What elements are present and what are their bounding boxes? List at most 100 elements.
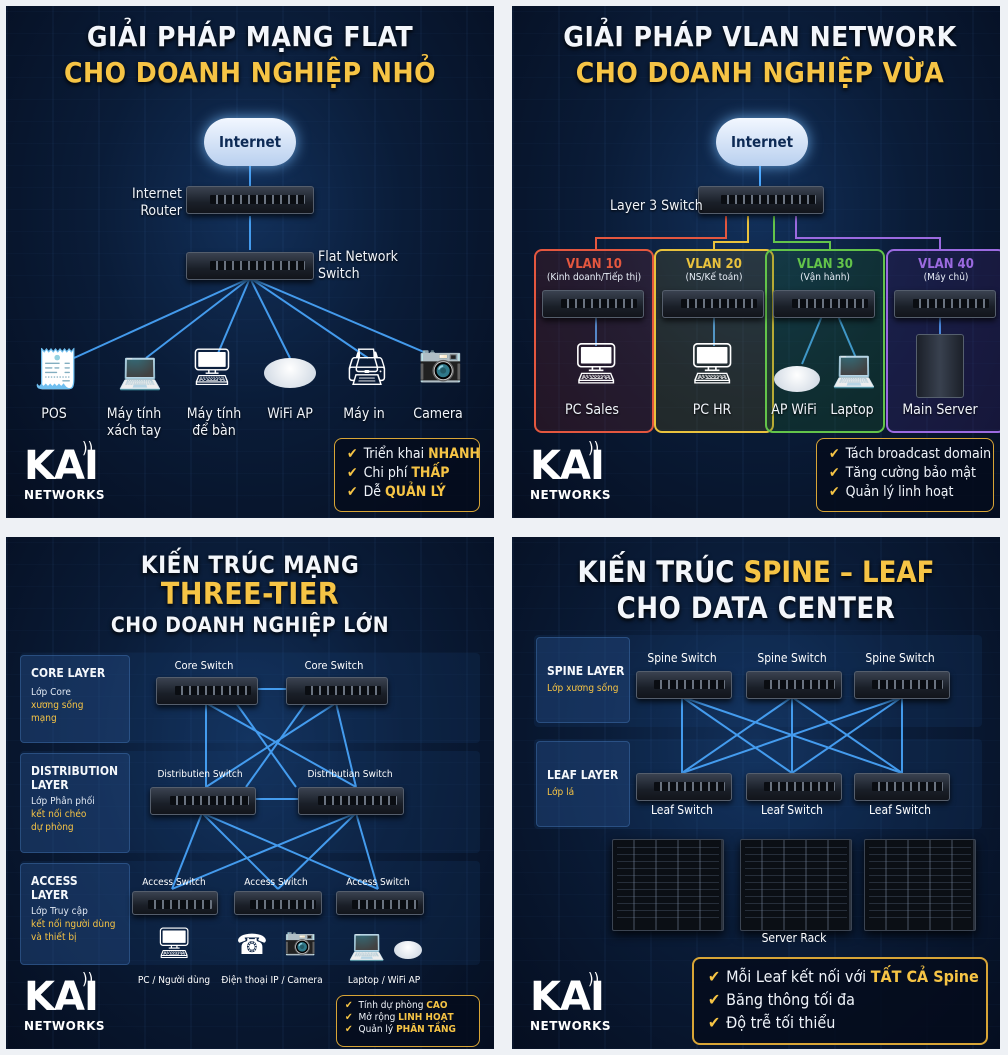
server-rack-icon [740,839,852,931]
laptop-icon: 💻 [348,928,386,963]
ip-phone-icon: ☎ [236,928,268,961]
vlan-20-group: VLAN 20 (NS/Kế toán) [654,249,774,433]
leaf-switch-icon [746,773,842,801]
vlan30-switch-icon [773,290,875,318]
panel1-benefits-box: ✔Triển khai NHANH ✔Chi phí THẤP ✔Dễ QUẢN… [334,438,480,512]
vlan-30-group: VLAN 30 (Vận hành) [765,249,885,433]
spine-switch-icon [636,671,732,699]
vlan40-device-label: Main Server [902,402,978,418]
panel1-title: GIẢI PHÁP MẠNG FLAT [86,20,414,53]
core-layer-card: CORE LAYER Lớp Core xương sống mạng [20,655,130,743]
panel4-title: KIẾN TRÚC SPINE – LEAF [577,555,935,589]
vlan-10-group: VLAN 10 (Kinh doanh/Tiếp thị) [534,249,654,433]
endpoint-label: PC / Người dùng [137,975,211,986]
flat-network-links [73,164,439,359]
benefit-item: ✔Triển khai NHANH [347,446,481,462]
device-label-printer: Máy in [343,406,385,422]
desktop-icon: 🖥 [570,341,622,387]
panel3-title-highlight: THREE-TIER [160,577,340,612]
wifi-ap-icon [394,941,422,959]
spine-layer-card: SPINE LAYER Lớp xương sống [536,637,630,723]
internet-label: Internet [730,133,794,151]
router-icon [186,186,314,214]
layer3-switch-icon [698,186,824,214]
vlan30-ap-label: AP WiFi [771,402,817,418]
leaf-switch-label: Leaf Switch [761,803,823,817]
core-switch-icon [156,677,258,705]
server-rack-label: Server Rack [761,931,827,945]
camera-icon: 📷 [418,343,463,384]
access-switch-label: Access Switch [244,877,308,888]
vlan20-switch-icon [662,290,764,318]
spine-leaf-panel: KIẾN TRÚC SPINE – LEAF CHO DATA CENTER S… [512,537,1000,1049]
leaf-switch-icon [636,773,732,801]
three-tier-panel: KIẾN TRÚC MẠNG THREE-TIER CHO DOANH NGHI… [6,537,494,1049]
benefit-item: ✔Tách broadcast domain [829,446,992,462]
benefit-item: ✔Tính dự phòng CAO [345,1000,448,1011]
vlan10-device-label: PC Sales [565,402,619,418]
panel2-subtitle: CHO DOANH NGHIỆP VỪA [575,56,945,89]
spine-switch-label: Spine Switch [647,651,717,665]
access-switch-label: Access Switch [142,877,206,888]
wifi-ap-icon [264,358,316,388]
server-rack-icon [864,839,976,931]
spine-leaf-links [681,696,903,774]
internet-cloud-icon: Internet [204,104,296,166]
panel3-title: KIẾN TRÚC MẠNG [140,551,360,579]
access-switch-icon [234,891,322,915]
vlan-40-group: VLAN 40 (Máy chủ) [886,249,1000,433]
spine-switch-icon [854,671,950,699]
endpoint-label: Laptop / WiFi AP [347,975,421,986]
wifi-signal-icon: )) [588,969,600,988]
panel4-subtitle: CHO DATA CENTER [616,591,896,625]
spine-switch-icon [746,671,842,699]
printer-icon: 🖨 [344,347,390,388]
desktop-icon: 🖥 [686,341,738,387]
endpoint-label: Điện thoại IP / Camera [221,975,323,986]
vlan10-switch-icon [542,290,644,318]
benefit-item: ✔Chi phí THẤP [347,465,450,481]
laptop-icon: 💻 [831,349,877,390]
benefit-item: ✔Quản lý PHÂN TẦNG [345,1024,456,1035]
benefit-item: ✔Mở rộng LINH HOẠT [345,1012,454,1023]
distribution-layer-card: DISTRIBUTION LAYER Lớp Phân phối kết nối… [20,753,130,853]
panel3-benefits-box: ✔Tính dự phòng CAO ✔Mở rộng LINH HOẠT ✔Q… [336,995,480,1047]
vlan-links [595,164,941,365]
benefit-item: ✔Quản lý linh hoạt [829,484,954,500]
device-label-camera: Camera [413,406,463,422]
benefit-item: ✔Độ trễ tối thiểu [708,1013,836,1032]
panel3-subtitle: CHO DOANH NGHIỆP LỚN [110,613,390,637]
benefit-item: ✔Mỗi Leaf kết nối với TẤT CẢ Spine [708,967,979,986]
access-switch-icon [132,891,218,915]
vlan40-switch-icon [894,290,996,318]
panel1-subtitle: CHO DOANH NGHIỆP NHỎ [64,56,436,89]
desktop-icon: 🖥 [154,926,194,961]
leaf-switch-label: Leaf Switch [651,803,713,817]
access-layer-card: ACCESS LAYER Lớp Truy cập kết nối người … [20,863,130,965]
core-switch-label: Core Switch [174,659,234,672]
distribution-switch-label: Distributien Switch [157,769,243,780]
laptop-icon: 💻 [117,351,163,392]
leaf-switch-icon [854,773,950,801]
core-switch-icon [286,677,388,705]
benefit-item: ✔Tăng cường bảo mật [829,465,976,481]
layer3-switch-label: Layer 3 Switch [610,198,703,214]
server-icon [916,334,964,398]
benefit-item: ✔Băng thông tối đa [708,990,855,1009]
three-tier-links [171,688,379,890]
desktop-icon: 🖥 [189,347,235,388]
leaf-layer-card: LEAF LAYER Lớp lá [536,741,630,827]
distribution-switch-icon [298,787,404,815]
vlan-network-panel: GIẢI PHÁP VLAN NETWORK CHO DOANH NGHIỆP … [512,6,1000,518]
wifi-signal-icon: )) [82,438,94,457]
distribution-switch-label: Distributian Switch [307,769,393,780]
wifi-signal-icon: )) [588,438,600,457]
internet-cloud-icon: Internet [716,104,808,166]
access-switch-label: Access Switch [346,877,410,888]
cash-register-icon: 🧾 [33,347,81,391]
core-switch-label: Core Switch [304,659,364,672]
